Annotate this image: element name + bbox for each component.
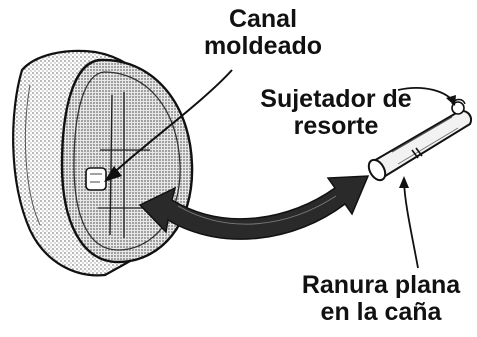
canal-line-2: moldeado (203, 32, 323, 60)
ranura-pointer-arrow-icon (399, 176, 419, 269)
sujetador-line-1: Sujetador de (260, 85, 412, 113)
ranura-line-2: en la caña (320, 298, 442, 326)
sujetador-line-2: resorte (293, 112, 379, 140)
canal-moldeado-label: Canal moldeado (168, 6, 358, 60)
sujetador-pointer-arrow-icon (397, 87, 456, 106)
ranura-line-1: Ranura plana (301, 271, 461, 299)
canal-line-1: Canal (228, 5, 298, 33)
cane-rod-icon (367, 98, 472, 182)
sujetador-de-resorte-label: Sujetador de resorte (236, 86, 436, 140)
canal-pointer-arrow-icon (104, 69, 233, 182)
double-headed-curved-arrow-icon (138, 175, 370, 240)
ranura-plana-label: Ranura plana en la caña (286, 272, 476, 326)
mouthpiece-icon (12, 49, 194, 277)
